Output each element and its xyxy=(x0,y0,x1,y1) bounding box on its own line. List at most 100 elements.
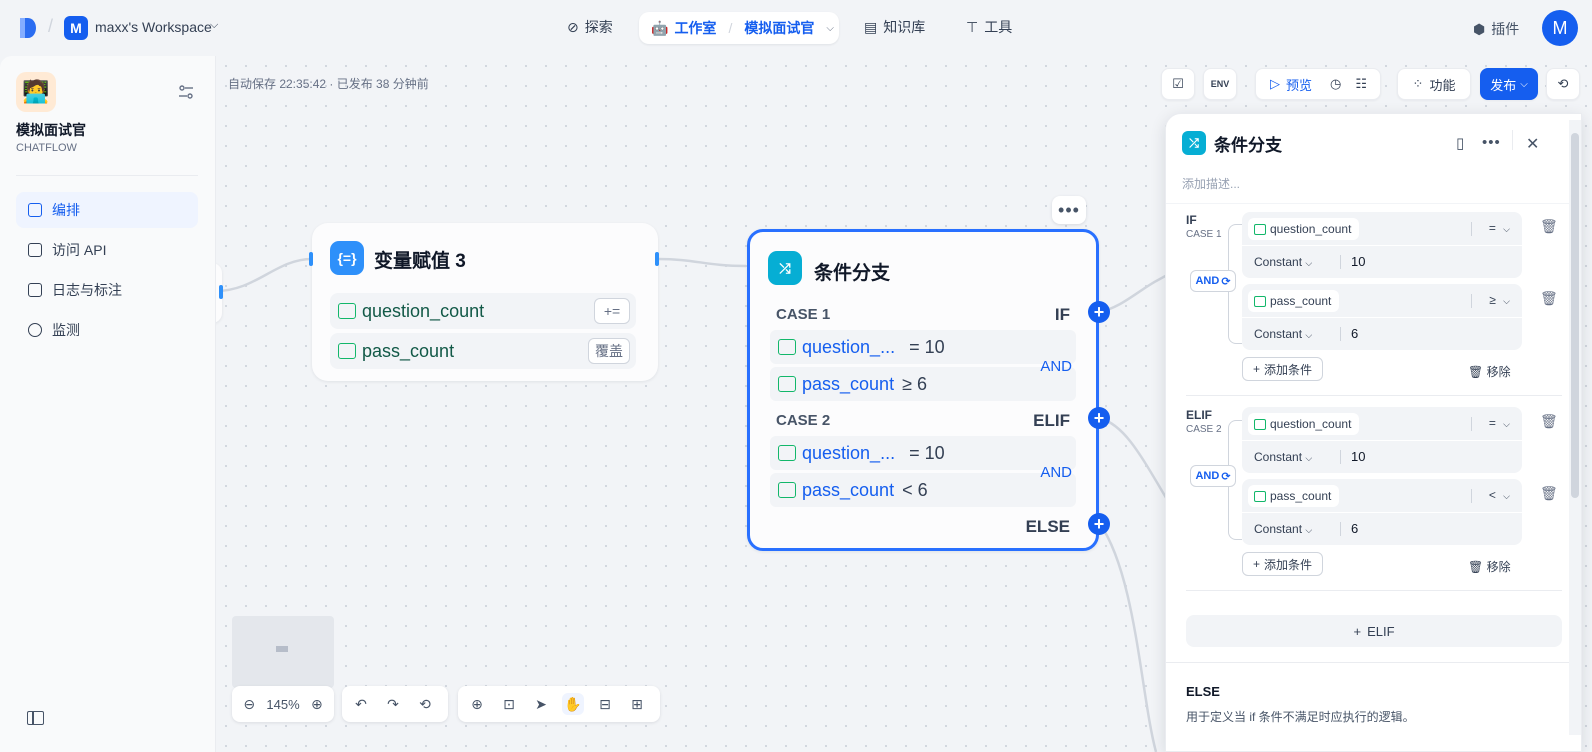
minimap[interactable] xyxy=(232,616,334,688)
value-type-select[interactable]: Constant ⌵ xyxy=(1254,522,1312,536)
assign-row[interactable]: pass_count 覆盖 xyxy=(330,333,636,369)
panel-scrollbar[interactable] xyxy=(1571,133,1579,498)
play-icon[interactable]: ▷ xyxy=(1270,76,1280,91)
nav-studio[interactable]: 🤖 工作室 / 模拟面试官 ⌵ xyxy=(639,12,839,44)
trash-icon[interactable]: 🗑 xyxy=(1540,485,1558,501)
export-image-icon[interactable]: ⊟ xyxy=(599,695,611,712)
add-node-icon[interactable]: ⊕ xyxy=(471,695,483,712)
collapse-sidebar-icon[interactable] xyxy=(27,711,44,725)
help-doc-icon[interactable]: ▯ xyxy=(1456,135,1465,152)
condition-variable[interactable]: pass_count xyxy=(1248,485,1340,507)
zoom-level[interactable]: 145% xyxy=(266,696,300,712)
organize-icon[interactable]: ⊞ xyxy=(631,695,643,712)
source-handle[interactable] xyxy=(655,252,659,266)
history-run-icon[interactable]: ◷ xyxy=(1330,76,1342,91)
condition-variable[interactable]: question_count xyxy=(1248,413,1360,435)
source-handle[interactable] xyxy=(219,285,223,299)
trash-icon[interactable]: 🗑 xyxy=(1540,218,1558,234)
add-elif-button[interactable]: +ELIF xyxy=(1186,615,1562,647)
trash-icon[interactable]: 🗑 xyxy=(1540,413,1558,429)
target-handle[interactable] xyxy=(309,252,313,266)
chevron-down-icon: ⌵ xyxy=(1503,419,1510,429)
dify-logo-icon[interactable] xyxy=(18,16,38,40)
sidebar-item-api[interactable]: 访问 API xyxy=(16,232,198,268)
app-sidebar: 🧑‍💻 模拟面试官 CHATFLOW 编排 访问 API 日志与标注 监测 xyxy=(0,56,216,752)
operator-select[interactable]: ≥ ⌵ xyxy=(1489,293,1510,307)
condition-item: pass_count < ⌵ Constant ⌵ 6 xyxy=(1242,479,1522,545)
trash-icon[interactable]: 🗑 xyxy=(1540,290,1558,306)
condition-value-input[interactable]: 6 xyxy=(1351,326,1359,341)
operator-select[interactable]: = ⌵ xyxy=(1489,416,1510,430)
workspace-avatar[interactable]: M xyxy=(64,16,88,40)
version-history-button[interactable]: ⟲ xyxy=(1546,68,1580,100)
condition-op: ≥ 6 xyxy=(902,373,927,394)
zoom-in-icon[interactable]: ⊕ xyxy=(310,695,323,712)
remove-case-button[interactable]: 🗑 移除 xyxy=(1468,363,1511,380)
operator-select[interactable]: < ⌵ xyxy=(1489,488,1510,502)
undo-icon[interactable]: ↶ xyxy=(355,695,367,712)
chevron-down-icon: ⌵ xyxy=(1305,525,1313,535)
variable-name: pass_count xyxy=(1270,294,1332,308)
file-text-icon xyxy=(28,283,42,297)
add-next-elif-button[interactable]: + xyxy=(1088,407,1110,429)
remove-label: 移除 xyxy=(1486,365,1511,379)
value-type-select[interactable]: Constant ⌵ xyxy=(1254,327,1312,341)
add-condition-button[interactable]: +添加条件 xyxy=(1242,552,1324,576)
logic-toggle-button[interactable]: AND ⟳ xyxy=(1190,270,1236,292)
add-next-if-button[interactable]: + xyxy=(1088,301,1110,323)
chevron-down-icon[interactable]: ⌵ xyxy=(210,19,219,31)
condition-variable[interactable]: pass_count xyxy=(1248,290,1340,312)
add-note-icon[interactable]: ⊡ xyxy=(503,695,515,712)
case-sub: CASE 2 xyxy=(1186,424,1222,435)
user-avatar[interactable]: M xyxy=(1542,10,1578,46)
condition-value-input[interactable]: 6 xyxy=(1351,521,1359,536)
features-button[interactable]: ⁘ 功能 xyxy=(1397,68,1471,100)
operator-select[interactable]: = ⌵ xyxy=(1489,221,1510,235)
nav-current-app[interactable]: 模拟面试官 xyxy=(744,20,815,36)
zoom-out-icon[interactable]: ⊖ xyxy=(243,695,256,712)
assign-row[interactable]: question_count += xyxy=(330,293,636,329)
pointer-icon[interactable]: ➤ xyxy=(535,695,547,712)
env-button[interactable]: ENV xyxy=(1203,68,1237,100)
if-else-node[interactable]: ⤮ 条件分支 CASE 1 IF question_... = 10 pass_… xyxy=(747,229,1099,551)
list-icon[interactable]: ☷ xyxy=(1355,76,1368,91)
publish-button[interactable]: 发布 ⌵ xyxy=(1480,68,1538,100)
value-type-select[interactable]: Constant ⌵ xyxy=(1254,450,1312,464)
condition-var: question_... xyxy=(802,336,896,357)
condition-item: pass_count ≥ ⌵ Constant ⌵ 6 xyxy=(1242,284,1522,350)
sidebar-item-orchestrate[interactable]: 编排 xyxy=(16,192,198,228)
condition-op: = 10 xyxy=(909,442,945,463)
hammer-icon: ⊤ xyxy=(966,18,979,35)
checklist-button[interactable]: ☑ xyxy=(1161,68,1195,100)
condition-value-input[interactable]: 10 xyxy=(1351,449,1366,464)
add-condition-button[interactable]: +添加条件 xyxy=(1242,357,1324,381)
chevron-down-icon[interactable]: ⌵ xyxy=(826,22,834,34)
variable-assigner-node[interactable]: {=} 变量赋值 3 question_count += pass_count … xyxy=(312,223,658,381)
add-next-else-button[interactable]: + xyxy=(1088,513,1110,535)
nav-studio-label[interactable]: 工作室 xyxy=(674,20,717,36)
sidebar-item-monitor[interactable]: 监测 xyxy=(16,312,198,348)
divider xyxy=(1186,395,1562,396)
more-icon[interactable]: ••• xyxy=(1482,134,1501,151)
panel-title[interactable]: 条件分支 xyxy=(1214,136,1282,155)
condition-variable[interactable]: question_count xyxy=(1248,218,1360,240)
remove-case-button[interactable]: 🗑 移除 xyxy=(1468,558,1511,575)
value-type-select[interactable]: Constant ⌵ xyxy=(1254,255,1312,269)
redo-icon[interactable]: ↷ xyxy=(387,695,399,712)
nav-tools[interactable]: ⊤ 工具 xyxy=(966,17,1012,37)
else-description: 用于定义当 if 条件不满足时应执行的逻辑。 xyxy=(1186,710,1415,724)
plugins-link[interactable]: ⬢ 插件 xyxy=(1473,19,1519,39)
nav-knowledge[interactable]: ▤ 知识库 xyxy=(864,17,925,37)
hand-icon[interactable]: ✋ xyxy=(562,693,584,715)
history-icon[interactable]: ⟲ xyxy=(419,695,431,712)
condition-value-input[interactable]: 10 xyxy=(1351,254,1366,269)
sidebar-item-logs[interactable]: 日志与标注 xyxy=(16,272,198,308)
close-icon[interactable]: ✕ xyxy=(1526,136,1540,153)
nav-explore[interactable]: ⊘ 探索 xyxy=(567,17,613,37)
description-input[interactable]: 添加描述... xyxy=(1182,177,1241,191)
node-more-button[interactable]: ••• xyxy=(1052,196,1086,224)
logic-toggle-button[interactable]: AND ⟳ xyxy=(1190,465,1236,487)
preview-button[interactable]: 预览 xyxy=(1286,77,1313,93)
workspace-name[interactable]: maxx's Workspace xyxy=(95,19,212,35)
settings-sliders-icon[interactable] xyxy=(178,84,194,100)
